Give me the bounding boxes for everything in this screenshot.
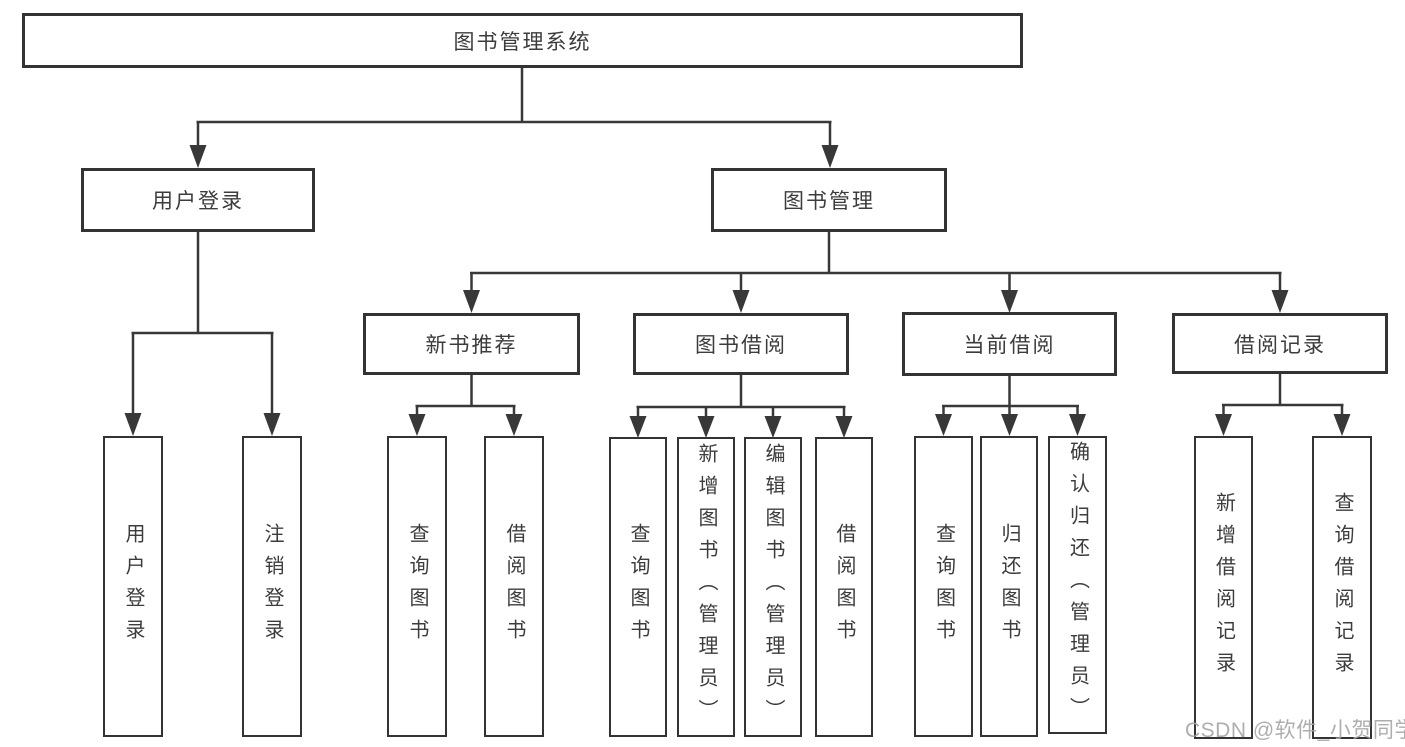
leaf-recommend-search-books: 查询图书 xyxy=(387,436,447,737)
connector-user-login-to-leaves xyxy=(124,232,281,436)
connector-borrowing-records-to-leaves xyxy=(1215,374,1351,436)
leaf-add-borrow-record-label: 新增借阅记录 xyxy=(1212,491,1235,684)
node-user-login-label: 用户登录 xyxy=(152,190,244,213)
leaf-add-books-admin: 新增图书（管理员） xyxy=(677,437,735,737)
leaf-recommend-borrow-books-label: 借阅图书 xyxy=(503,522,525,651)
leaf-logout: 注销登录 xyxy=(242,436,302,737)
leaf-return-books: 归还图书 xyxy=(980,436,1038,737)
leaf-confirm-return-admin-label: 确认归还（管理员） xyxy=(1066,441,1089,729)
csdn-watermark: CSDN @软件_小贺同学 xyxy=(1185,719,1405,742)
node-book-management: 图书管理 xyxy=(711,168,947,232)
leaf-current-search-books: 查询图书 xyxy=(914,436,973,737)
node-borrowing-records-label: 借阅记录 xyxy=(1234,333,1326,357)
leaf-logout-label: 注销登录 xyxy=(261,522,283,651)
node-borrowing-records: 借阅记录 xyxy=(1172,313,1388,374)
node-current-borrowing: 当前借阅 xyxy=(902,312,1117,376)
node-new-book-recommend: 新书推荐 xyxy=(363,313,580,375)
leaf-user-login-label: 用户登录 xyxy=(122,522,144,651)
node-root: 图书管理系统 xyxy=(22,13,1023,68)
leaf-borrowing-search-books: 查询图书 xyxy=(609,437,667,737)
node-root-label: 图书管理系统 xyxy=(453,30,592,54)
node-new-book-recommend-label: 新书推荐 xyxy=(425,334,518,357)
leaf-search-borrow-record: 查询借阅记录 xyxy=(1312,436,1372,739)
connector-book-borrowing-to-leaves xyxy=(629,375,853,438)
leaf-edit-books-admin-label: 编辑图书（管理员） xyxy=(762,443,784,731)
leaf-return-books-label: 归还图书 xyxy=(998,522,1020,651)
connector-current-borrowing-to-leaves xyxy=(935,376,1086,436)
connector-root-to-level1 xyxy=(189,68,839,168)
node-book-borrowing: 图书借阅 xyxy=(633,313,849,375)
connector-new-book-recommend-to-leaves xyxy=(408,375,523,436)
connector-book-management-to-level2 xyxy=(463,232,1289,313)
leaf-user-login: 用户登录 xyxy=(103,436,163,737)
leaf-confirm-return-admin: 确认归还（管理员） xyxy=(1048,436,1107,734)
leaf-search-borrow-record-label: 查询借阅记录 xyxy=(1331,491,1353,684)
node-book-borrowing-label: 图书借阅 xyxy=(695,334,787,357)
leaf-borrowing-borrow-books-label: 借阅图书 xyxy=(833,523,855,651)
leaf-borrowing-borrow-books: 借阅图书 xyxy=(815,437,873,737)
leaf-add-books-admin-label: 新增图书（管理员） xyxy=(695,443,717,731)
node-user-login: 用户登录 xyxy=(81,168,315,232)
node-current-borrowing-label: 当前借阅 xyxy=(963,334,1056,357)
leaf-recommend-search-books-label: 查询图书 xyxy=(406,522,428,651)
leaf-borrowing-search-books-label: 查询图书 xyxy=(627,523,649,651)
leaf-current-search-books-label: 查询图书 xyxy=(932,522,955,651)
leaf-add-borrow-record: 新增借阅记录 xyxy=(1194,436,1253,739)
leaf-edit-books-admin: 编辑图书（管理员） xyxy=(744,437,802,737)
leaf-recommend-borrow-books: 借阅图书 xyxy=(484,436,544,737)
node-book-management-label: 图书管理 xyxy=(783,190,875,213)
